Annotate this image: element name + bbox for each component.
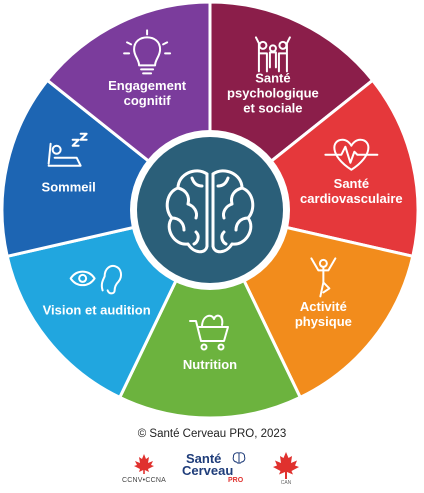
shopping-cart-icon <box>189 314 229 351</box>
eye-ear-icon <box>69 264 123 295</box>
people-raising-hands-icon <box>254 36 291 73</box>
small-brain-icon <box>232 452 246 464</box>
sleeping-person-icon <box>47 132 88 167</box>
segment-label: Sommeil <box>42 180 96 195</box>
logo-cerveau-text: Cerveau <box>182 463 234 478</box>
logo-sante-text: Santé <box>186 451 222 466</box>
center-circle <box>137 137 283 283</box>
logo-pro-text: PRO <box>228 477 244 484</box>
wheel-segment <box>117 206 303 420</box>
can-logo: CAN <box>266 452 306 488</box>
ccnv-ccna-text: CCNV•CCNA <box>122 477 166 484</box>
ccnv-ccna-logo: CCNV•CCNA <box>114 454 174 488</box>
segment-label: Nutrition <box>183 357 237 372</box>
copyright-text: © Santé Cerveau PRO, 2023 <box>137 428 287 440</box>
brain-icon <box>165 169 255 254</box>
segment-label: Vision et audition <box>43 302 151 317</box>
heart-pulse-icon <box>324 138 379 171</box>
lightbulb-icon <box>123 29 172 75</box>
sante-cerveau-pro-logo: Santé Cerveau PRO <box>182 452 254 490</box>
yoga-pose-icon <box>310 257 337 298</box>
can-text: CAN <box>280 480 292 486</box>
logo-strip: CCNV•CCNA Santé Cerveau PRO CAN <box>0 450 424 490</box>
can-maple-leaf-icon <box>273 452 299 479</box>
maple-leaf-icon <box>134 454 154 474</box>
